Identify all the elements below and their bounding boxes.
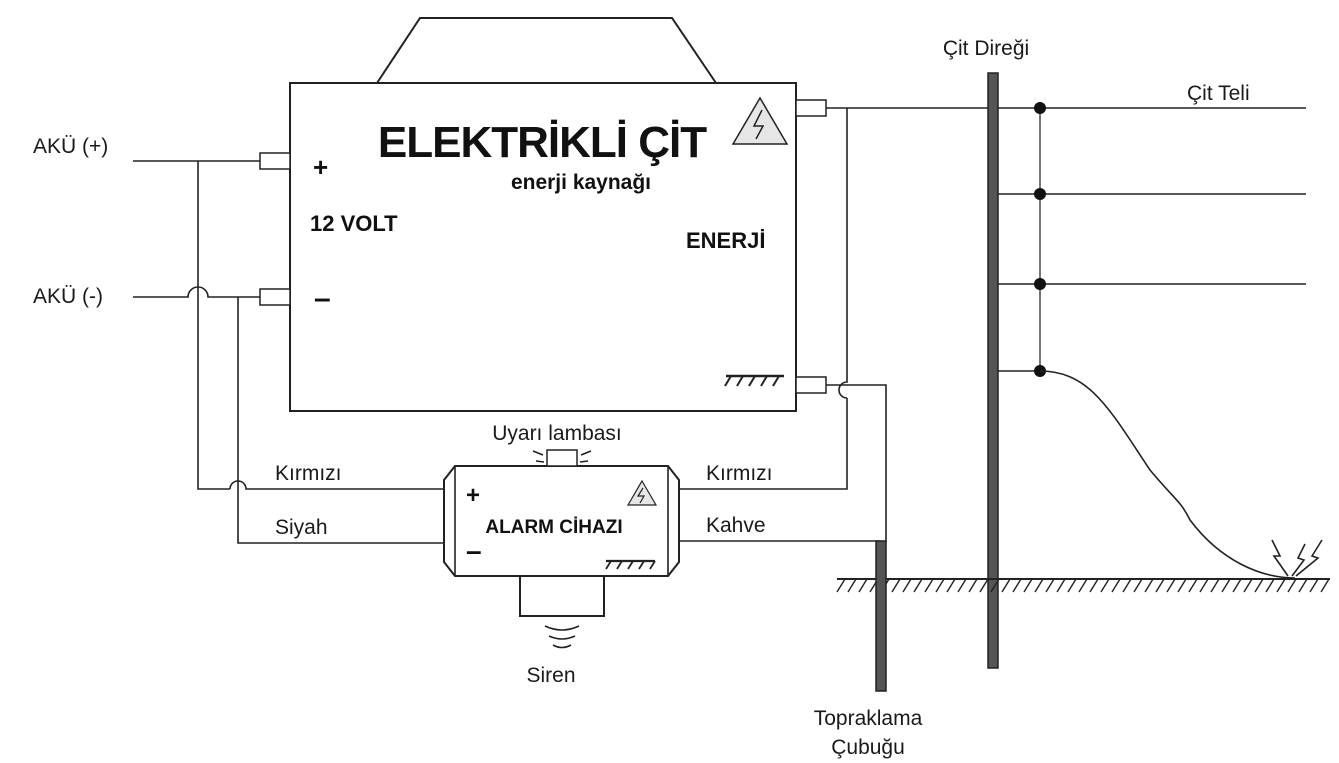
ground-hatch-mark: [946, 578, 956, 593]
wire-red-right-label: Kırmızı: [706, 462, 773, 485]
warning-lamp: [546, 449, 578, 467]
wire-brown-right-label: Kahve: [706, 514, 766, 537]
ground-hatch-mark: [1056, 578, 1066, 593]
alarm-red-wire-left: [197, 161, 230, 490]
fence-wire-label: Çit Teli: [1187, 82, 1250, 105]
ground-hatch-mark: [968, 578, 978, 593]
battery-negative-wire: [133, 286, 260, 298]
terminal-plus: [259, 152, 291, 170]
high-voltage-warning-icon: [731, 96, 789, 145]
grounding-rod-label-line2: Çubuğu: [831, 736, 905, 759]
ground-hatch-mark: [1243, 578, 1253, 593]
ground-hatch-mark: [1122, 578, 1132, 593]
energizer-plus-sign: +: [313, 152, 328, 182]
terminal-output: [795, 99, 827, 117]
ground-hatch-mark: [1221, 578, 1231, 593]
ground-hatch-mark: [935, 578, 945, 593]
ground-hatch-mark: [1166, 578, 1176, 593]
ground-hatch-mark: [1012, 578, 1022, 593]
energizer-box: [289, 82, 797, 412]
terminal-minus: [259, 288, 291, 306]
ground-hatch-mark: [924, 578, 934, 593]
ground-hatch-mark: [1089, 578, 1099, 593]
ground-hatch-mark: [858, 578, 868, 593]
energizer-output-label: ENERJİ: [686, 228, 765, 253]
fence-ground-wire: [1039, 370, 1296, 579]
ground-hatch-mark: [1265, 578, 1275, 593]
warning-lamp-label: Uyarı lambası: [492, 422, 622, 445]
alarm-title: ALARM CİHAZI: [485, 517, 622, 538]
energizer-ground-symbol: [724, 374, 784, 387]
ground-hatch-mark: [957, 578, 967, 593]
alarm-red-wire-right-jump: [838, 108, 848, 399]
ground-hatch-mark: [1287, 578, 1297, 593]
alarm-warning-icon: [626, 479, 658, 506]
ground-hatch-mark: [1045, 578, 1055, 593]
ground-hatching: [836, 578, 1330, 593]
ground-hatch-mark: [1001, 578, 1011, 593]
fence-junction-3: [1034, 278, 1046, 290]
ground-hatch-mark: [1133, 578, 1143, 593]
siren-box: [519, 575, 605, 617]
ground-hatch-mark: [1177, 578, 1187, 593]
ground-hatch-mark: [1199, 578, 1209, 593]
ground-hatch-mark: [1078, 578, 1088, 593]
ground-hatch-mark: [902, 578, 912, 593]
fence-junction-1: [1034, 102, 1046, 114]
ground-hatch-mark: [1254, 578, 1264, 593]
ground-hatch-mark: [847, 578, 857, 593]
ground-hatch-mark: [1144, 578, 1154, 593]
energizer-voltage: 12 VOLT: [310, 211, 398, 236]
ground-hatch-mark: [1188, 578, 1198, 593]
alarm-plus-sign: +: [466, 482, 480, 509]
ground-hatch-mark: [1232, 578, 1242, 593]
alarm-red-wire-right: [679, 398, 848, 490]
ground-hatch-mark: [1023, 578, 1033, 593]
ground-hatch-mark: [979, 578, 989, 593]
energizer-subtitle: enerji kaynağı: [511, 171, 651, 194]
energizer-title: ELEKTRİKLİ ÇİT: [378, 118, 707, 167]
ground-hatch-mark: [1067, 578, 1077, 593]
wire-red-left-label: Kırmızı: [275, 462, 342, 485]
alarm-ground-symbol: [605, 559, 656, 570]
energizer-minus-sign: –: [314, 282, 331, 315]
alarm-black-wire-left: [237, 297, 444, 544]
ground-hatch-mark: [1276, 578, 1286, 593]
grounding-rod-label-line1: Topraklama: [814, 707, 923, 730]
ground-hatch-mark: [1298, 578, 1308, 593]
alarm-red-wire-left-jump: [229, 480, 444, 490]
ground-hatch-mark: [1111, 578, 1121, 593]
ground-feed-wire: [826, 384, 887, 542]
wire-black-left-label: Siyah: [275, 516, 328, 539]
fence-post-label: Çit Direği: [943, 37, 1029, 60]
lamp-glow-icon: [532, 450, 592, 463]
ground-hatch-mark: [913, 578, 923, 593]
ground-hatch-mark: [1155, 578, 1165, 593]
ground-hatch-mark: [1100, 578, 1110, 593]
battery-positive-label: AKÜ (+): [33, 135, 108, 158]
ground-hatch-mark: [1309, 578, 1319, 593]
ground-hatch-mark: [1034, 578, 1044, 593]
spark-icon: [1271, 539, 1323, 577]
terminal-ground: [795, 376, 827, 394]
ground-hatch-mark: [990, 578, 1000, 593]
battery-negative-label: AKÜ (-): [33, 285, 103, 308]
energizer-handle: [376, 17, 717, 84]
alarm-minus-sign: –: [466, 535, 482, 566]
fence-post: [987, 72, 999, 669]
ground-hatch-mark: [836, 578, 846, 593]
siren-label: Siren: [526, 664, 575, 687]
ground-hatch-mark: [1320, 578, 1330, 593]
fence-junction-2: [1034, 188, 1046, 200]
siren-sound-icon: [544, 625, 580, 649]
grounding-rod: [875, 540, 887, 692]
ground-hatch-mark: [891, 578, 901, 593]
ground-hatch-mark: [1210, 578, 1220, 593]
